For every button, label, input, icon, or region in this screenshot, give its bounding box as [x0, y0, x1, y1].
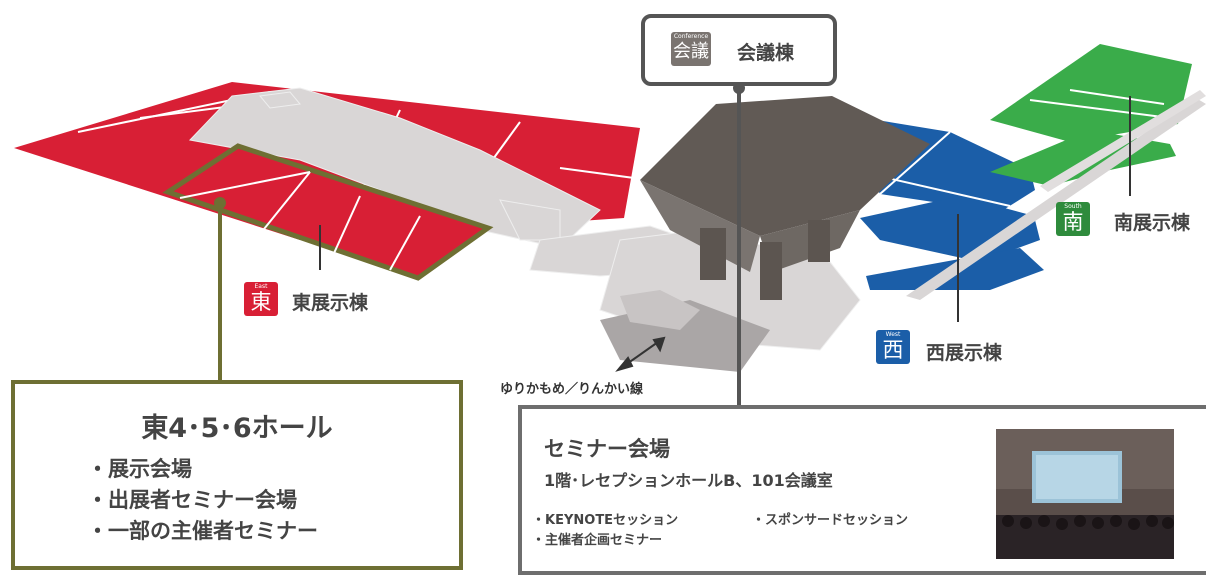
west-hall-badge: West 西 [876, 330, 910, 364]
west-badge-en: West [885, 331, 901, 338]
east-456-highlight [0, 0, 1, 1]
east-456-list: 展示会場 出展者セミナー会場 一部の主催者セミナー [87, 454, 318, 547]
leader-east-456-dot [214, 197, 226, 209]
list-item: 展示会場 [87, 454, 318, 485]
list-item: 一部の主催者セミナー [87, 516, 318, 547]
west-hall-label: 西展示棟 [926, 342, 1003, 364]
seminar-session-sponsored: スポンサードセッション [752, 509, 908, 528]
south-badge-en: South [1064, 203, 1082, 210]
conference-hall-label: 会議棟 [737, 42, 795, 64]
seminar-info-box: セミナー会場 1階･レセプションホールB、101会議室 KEYNOTEセッション… [518, 405, 1206, 575]
east-456-info-box: 東4･5･6ホール 展示会場 出展者セミナー会場 一部の主催者セミナー [11, 380, 463, 570]
seminar-session-keynote: KEYNOTEセッション [532, 509, 678, 528]
seminar-room-photo [996, 429, 1174, 559]
transit-line-label: ゆりかもめ／りんかい線 [500, 382, 644, 397]
east-456-title: 東4･5･6ホール [141, 413, 333, 444]
conference-tower [640, 96, 930, 300]
east-badge-en: East [254, 283, 268, 290]
east-badge-jp: 東 [250, 290, 272, 314]
south-hall-badge: South 南 [1056, 202, 1090, 236]
conference-badge-jp: 会議 [673, 41, 709, 62]
east-hall-label: 東展示棟 [292, 292, 369, 314]
seminar-title: セミナー会場 [544, 437, 670, 461]
venue-map [0, 0, 1206, 405]
south-access-road [1040, 90, 1206, 192]
south-hall-label: 南展示棟 [1114, 212, 1191, 234]
conference-badge-en: Conference [673, 33, 709, 40]
conference-badge: Conference 会議 [671, 32, 711, 66]
east-456-dividers [179, 171, 421, 271]
list-item: 出展者セミナー会場 [87, 485, 318, 516]
east-hall-badge: East 東 [244, 282, 278, 316]
south-badge-jp: 南 [1062, 210, 1084, 234]
west-badge-jp: 西 [882, 338, 904, 362]
seminar-photo-image [996, 429, 1174, 559]
transit-arrow-icon [615, 336, 666, 372]
seminar-session-organizer: 主催者企画セミナー [532, 529, 662, 548]
seminar-subtitle: 1階･レセプションホールB、101会議室 [544, 471, 833, 490]
conference-hall-callout: Conference 会議 会議棟 [641, 14, 837, 86]
